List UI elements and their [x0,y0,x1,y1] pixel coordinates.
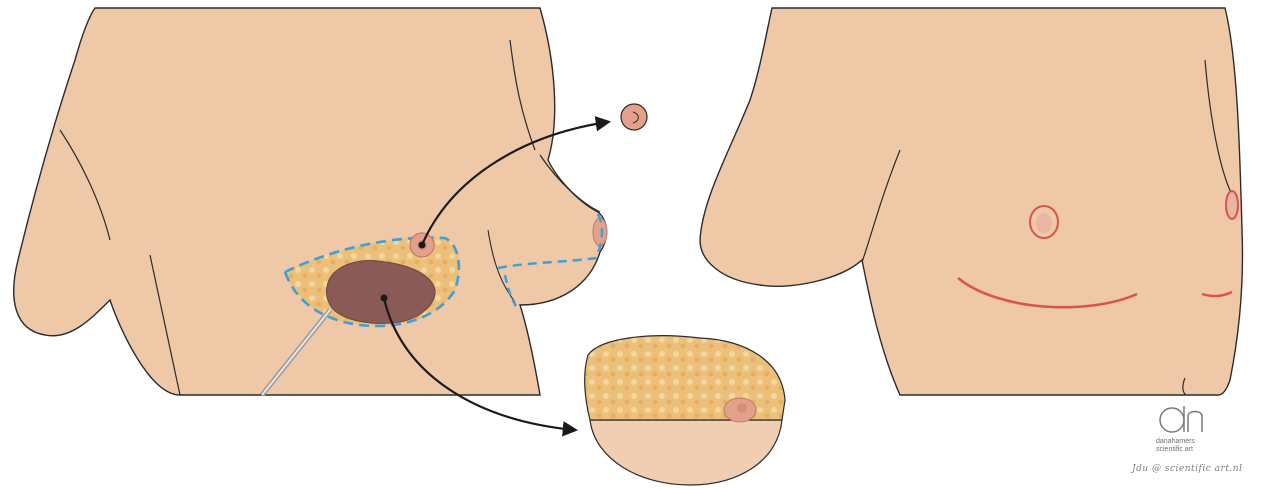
postop-body-silhouette [700,8,1243,395]
logo-name: danahamers [1156,438,1236,446]
arrow-start-dot [381,295,388,302]
postop-far-areola [1226,191,1238,219]
logo: danahamers scientific art Jdu @ scientif… [1128,398,1248,488]
postop-torso [700,8,1243,395]
excised-specimen [585,336,785,485]
arrow-start-dot [419,242,426,249]
logo-icon [1128,398,1248,438]
logo-signature: Jdu @ scientific art.nl [1132,464,1248,474]
nipple-specimen [621,104,647,130]
postop-nipple [1036,213,1052,233]
logo-subtitle: scientific art [1156,446,1236,454]
preop-torso [14,8,607,395]
